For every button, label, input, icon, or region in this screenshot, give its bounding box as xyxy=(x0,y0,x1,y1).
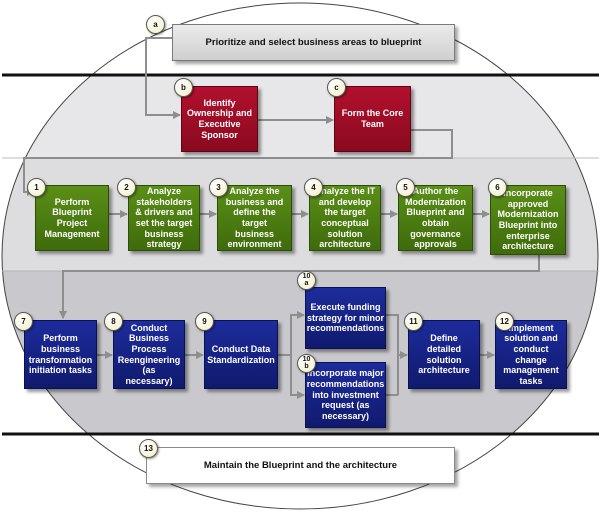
step-4-box: Analyze the IT and develop the target co… xyxy=(309,185,381,251)
step-5-badge: 5 xyxy=(396,178,415,197)
step-a-box: Prioritize and select business areas to … xyxy=(172,24,455,61)
step-2-label: Analyze stakeholders & drivers and set t… xyxy=(135,186,193,250)
step-9-label: Conduct Data Standardization xyxy=(207,343,275,365)
step-c-box: Form the Core Team xyxy=(334,86,411,152)
step-13-label: Maintain the Blueprint and the architect… xyxy=(203,459,398,471)
step-7-badge: 7 xyxy=(14,312,33,331)
step-4-badge: 4 xyxy=(304,178,323,197)
step-3-box: Analyze the business and define the targ… xyxy=(217,185,292,251)
step-13-badge: 13 xyxy=(139,439,158,458)
step-10a-box: Execute funding strategy for minor recom… xyxy=(305,287,386,349)
step-1-label: Perform Blueprint Project Management xyxy=(44,196,100,239)
step-9-badge: 9 xyxy=(195,312,214,331)
step-6-box: Incorporate approved Modernization Bluep… xyxy=(490,185,566,255)
step-10b-box: Incorporate major recommendations into i… xyxy=(305,362,386,428)
step-10b-label: Incorporate major recommendations into i… xyxy=(306,368,385,421)
step-4-label: Analyze the IT and develop the target co… xyxy=(314,186,376,250)
step-11-badge: 11 xyxy=(404,312,423,331)
step-b-label: Identify Ownership and Executive Sponsor xyxy=(186,97,252,140)
step-13-box: Maintain the Blueprint and the architect… xyxy=(146,447,455,484)
step-12-label: Implement solution and conduct change ma… xyxy=(503,322,559,386)
step-12-badge: 12 xyxy=(495,312,514,331)
step-2-badge: 2 xyxy=(117,178,136,197)
step-8-label: Conduct Business Process Reengineering (… xyxy=(117,322,181,386)
step-5-box: Author the Modernization Blueprint and o… xyxy=(398,185,473,251)
step-b-box: Identify Ownership and Executive Sponsor xyxy=(181,86,258,152)
step-5-label: Author the Modernization Blueprint and o… xyxy=(405,186,466,250)
step-6-badge: 6 xyxy=(488,178,507,197)
step-3-badge: 3 xyxy=(209,178,228,197)
step-8-badge: 8 xyxy=(104,312,123,331)
step-1-box: Perform Blueprint Project Management xyxy=(35,185,109,251)
step-10a-label: Execute funding strategy for minor recom… xyxy=(306,302,385,334)
step-1-badge: 1 xyxy=(27,178,46,197)
step-8-box: Conduct Business Process Reengineering (… xyxy=(113,320,185,389)
step-3-label: Analyze the business and define the targ… xyxy=(225,186,284,250)
step-c-badge: c xyxy=(327,78,346,97)
step-a-label: Prioritize and select business areas to … xyxy=(205,36,422,48)
step-7-box: Perform business transformation initiati… xyxy=(24,320,97,389)
step-c-label: Form the Core Team xyxy=(341,108,404,129)
step-12-box: Implement solution and conduct change ma… xyxy=(495,320,567,389)
step-a-badge: a xyxy=(146,15,165,34)
step-11-box: Define detailed solution architecture xyxy=(408,320,480,389)
step-9-box: Conduct Data Standardization xyxy=(204,320,278,389)
step-6-label: Incorporate approved Modernization Bluep… xyxy=(497,188,559,252)
step-b-badge: b xyxy=(174,78,193,97)
connectors xyxy=(23,37,540,399)
step-7-label: Perform business transformation initiati… xyxy=(28,333,93,376)
step-2-box: Analyze stakeholders & drivers and set t… xyxy=(128,185,200,251)
band-1 xyxy=(2,75,598,158)
step-11-label: Define detailed solution architecture xyxy=(418,333,470,376)
